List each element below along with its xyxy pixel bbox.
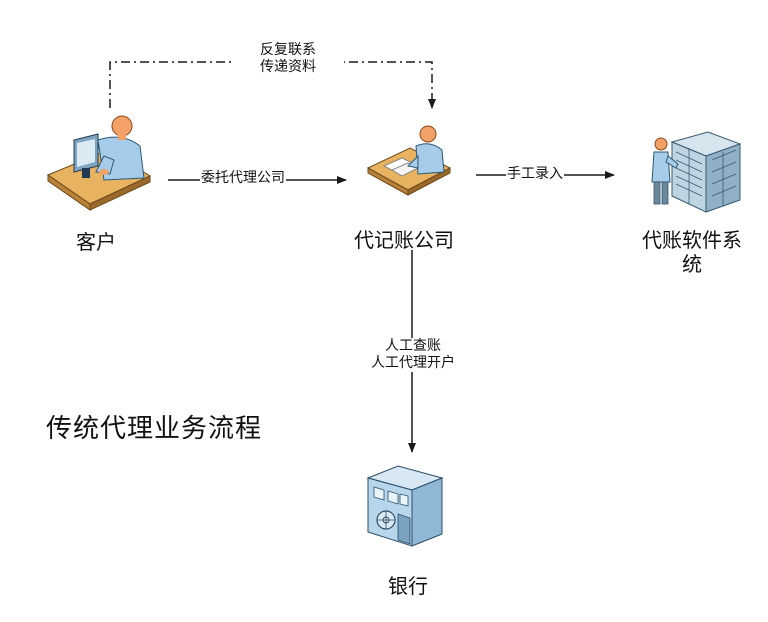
feedback-label-line1: 反复联系 <box>260 42 316 58</box>
customer-label: 客户 <box>76 230 116 254</box>
agency-label: 代记账公司 <box>354 228 454 252</box>
software-label: 代账软件系 统 <box>632 228 752 276</box>
bank-building-icon <box>366 465 444 547</box>
manual-entry-label: 手工录入 <box>506 166 564 183</box>
person-at-desk-icon <box>366 125 452 196</box>
bank-ops-label-line1: 人工查账 <box>385 338 441 354</box>
software-label-line2: 统 <box>682 252 702 276</box>
software-label-line1: 代账软件系 <box>642 228 742 252</box>
person-at-computer-icon <box>46 115 152 211</box>
bank-label: 银行 <box>388 574 428 598</box>
feedback-label: 反复联系 传递资料 <box>232 42 344 76</box>
person-with-server-icon <box>651 131 742 213</box>
diagram-title: 传统代理业务流程 <box>46 414 263 444</box>
feedback-label-line2: 传递资料 <box>260 58 316 75</box>
entrust-label: 委托代理公司 <box>200 170 286 187</box>
bank-ops-label: 人工查账 人工代理开户 <box>352 338 474 372</box>
feedback-connector <box>109 61 436 109</box>
bank-ops-label-line2: 人工代理开户 <box>371 354 455 371</box>
